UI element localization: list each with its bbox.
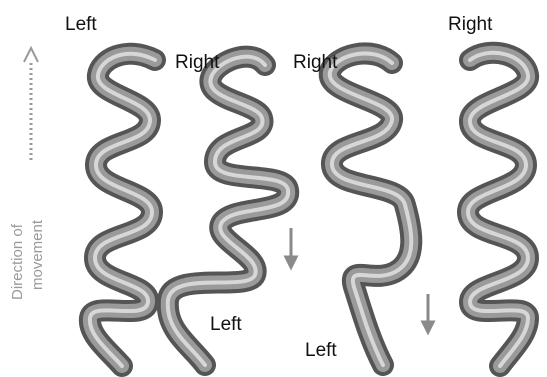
label-left-2: Left <box>210 314 242 335</box>
label-right-4: Right <box>448 14 493 35</box>
label-left-3: Left <box>305 340 337 361</box>
label-right-2: Right <box>175 52 220 73</box>
label-right-3: Right <box>293 52 338 73</box>
direction-arrow <box>24 48 38 160</box>
direction-label-line2: movement <box>29 219 46 290</box>
direction-label-line1: Direction of <box>9 223 26 300</box>
label-left-1: Left <box>65 14 97 35</box>
helix-3-right-left <box>330 53 412 365</box>
helix-4-right <box>468 53 528 366</box>
helix-1-left <box>90 54 155 366</box>
